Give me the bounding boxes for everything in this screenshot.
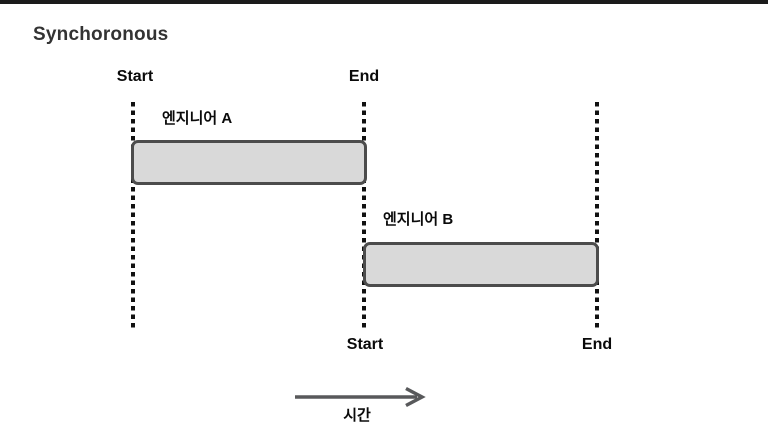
marker-label-start-top: Start: [116, 68, 154, 85]
marker-label-end-top: End: [348, 68, 380, 85]
bar-label-engineer-a: 엔지니어 A: [162, 110, 233, 127]
dashed-line-end-b: [595, 102, 599, 330]
time-axis-label: 시간: [343, 407, 371, 424]
dashed-line-start-a: [131, 102, 135, 330]
bar-engineer-b: [363, 242, 599, 287]
top-border-line: [0, 0, 768, 4]
diagram-title: Synchoronous: [33, 24, 169, 45]
time-arrow-icon: [293, 385, 429, 414]
bar-label-engineer-b: 엔지니어 B: [383, 211, 454, 228]
marker-label-start-bottom: Start: [346, 336, 384, 353]
dashed-line-end-a-start-b: [362, 102, 366, 330]
bar-engineer-a: [131, 140, 367, 185]
marker-label-end-bottom: End: [581, 336, 613, 353]
